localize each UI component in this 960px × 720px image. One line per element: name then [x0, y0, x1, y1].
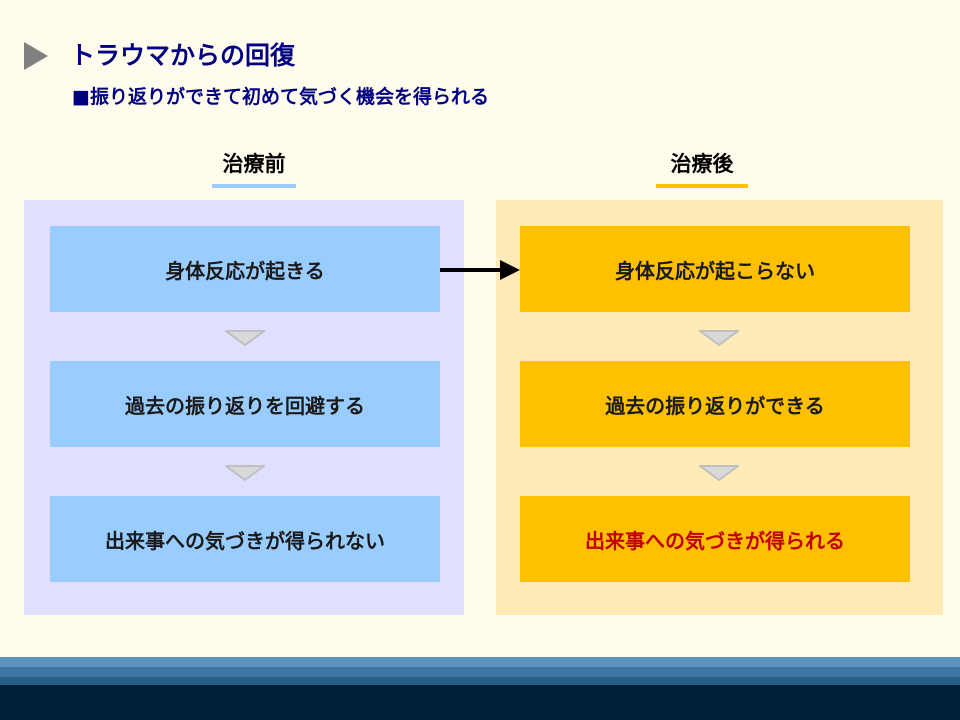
chevron-down-icon — [225, 465, 265, 481]
column-header-before: 治療前 — [212, 148, 296, 188]
slide-subtitle: ■振り返りができて初めて気づく機会を得られる — [72, 86, 489, 108]
panel-after-treatment: 身体反応が起こらない 過去の振り返りができる 出来事への気づきが得られる — [496, 200, 943, 615]
footer-stripe — [0, 667, 960, 677]
chevron-down-icon — [699, 330, 739, 346]
panel-before-treatment: 身体反応が起きる 過去の振り返りを回避する 出来事への気づきが得られない — [24, 200, 464, 615]
slide-title: トラウマからの回復 — [70, 41, 296, 70]
step-label: 出来事への気づきが得られない — [105, 528, 385, 553]
title-marker-icon — [24, 42, 48, 70]
footer-stripe — [0, 677, 960, 685]
step-label: 身体反応が起こらない — [615, 258, 815, 283]
column-header-after: 治療後 — [656, 148, 748, 188]
step-label: 過去の振り返りができる — [605, 393, 825, 418]
column-header-after-underline — [656, 184, 748, 188]
chevron-down-icon — [225, 330, 265, 346]
step-label: 出来事への気づきが得られる — [585, 528, 845, 553]
footer-bar — [0, 685, 960, 720]
step-box-highlighted: 出来事への気づきが得られる — [520, 496, 910, 582]
step-box: 身体反応が起きる — [50, 226, 440, 312]
arrow-right-icon — [440, 260, 520, 280]
column-header-before-underline — [212, 184, 296, 188]
footer-stripe — [0, 657, 960, 667]
step-box: 出来事への気づきが得られない — [50, 496, 440, 582]
step-label: 身体反応が起きる — [165, 258, 325, 283]
step-box: 身体反応が起こらない — [520, 226, 910, 312]
step-label: 過去の振り返りを回避する — [125, 393, 365, 418]
column-header-after-label: 治療後 — [670, 152, 734, 176]
column-header-before-label: 治療前 — [222, 152, 286, 176]
step-box: 過去の振り返りができる — [520, 361, 910, 447]
step-box: 過去の振り返りを回避する — [50, 361, 440, 447]
chevron-down-icon — [699, 465, 739, 481]
